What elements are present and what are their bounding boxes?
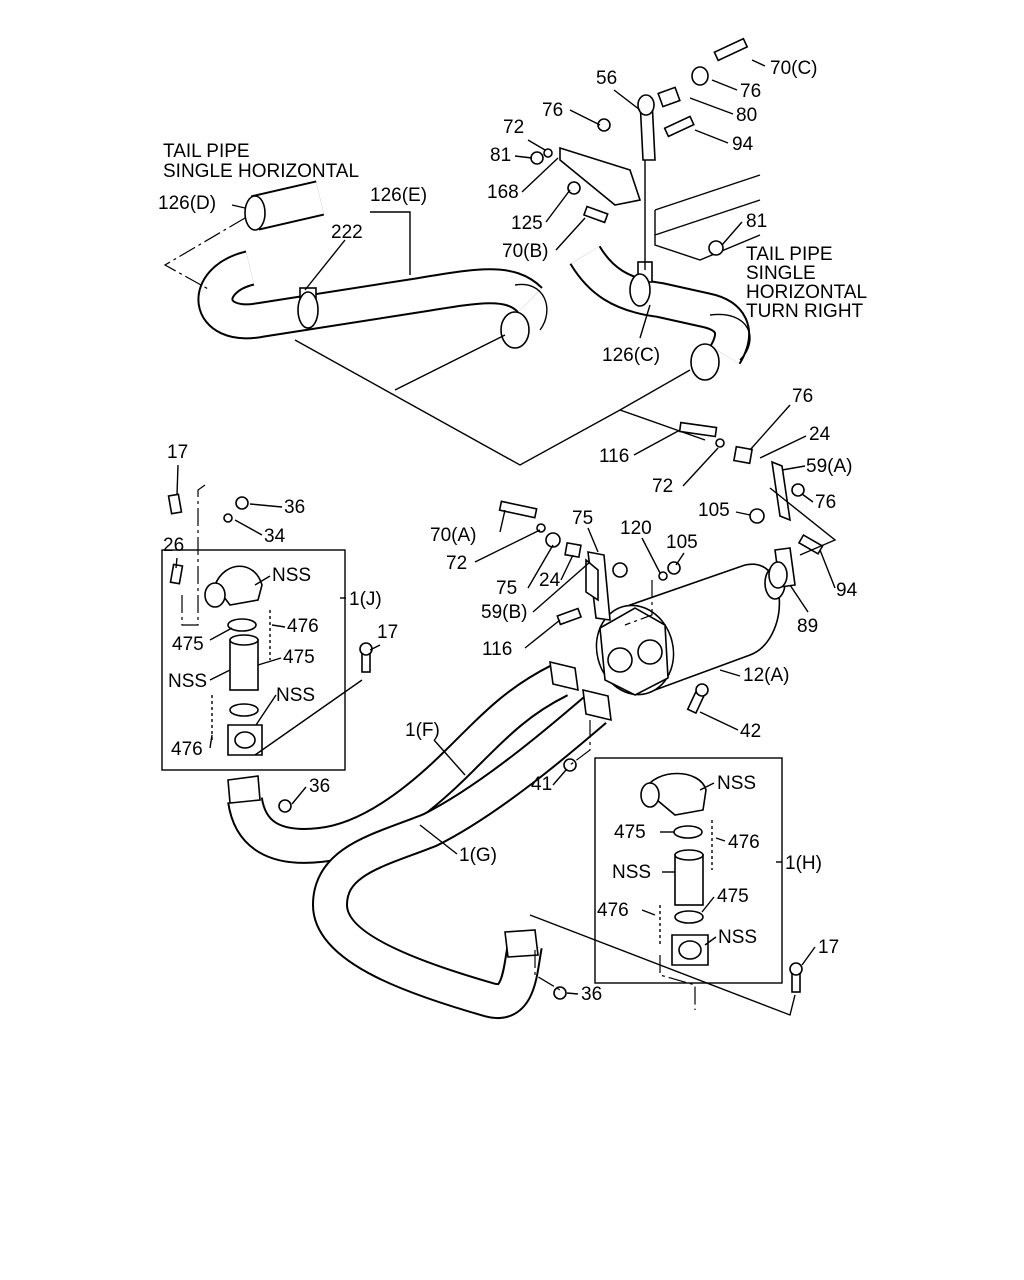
- callout-168: 168: [487, 182, 519, 203]
- callout-59b: 59(B): [481, 602, 527, 623]
- callout-125: 125: [511, 213, 543, 234]
- callout-70b: 70(B): [502, 241, 548, 262]
- leader-126e-left: [370, 211, 411, 275]
- callout-72-top: 72: [503, 117, 524, 138]
- note-turn-right-2: SINGLE: [746, 263, 816, 284]
- callout-94-mid: 94: [836, 580, 858, 601]
- flex-joint-kit-j: [161, 493, 373, 771]
- callout-75-low: 75: [496, 578, 517, 599]
- note-tail-pipe-1: TAIL PIPE: [163, 141, 250, 162]
- callout-nss-j3: NSS: [276, 685, 315, 706]
- muffler: [595, 563, 786, 715]
- callout-126e: 126(E): [370, 185, 427, 206]
- callout-1g: 1(G): [459, 845, 497, 866]
- callout-42: 42: [740, 721, 761, 742]
- callout-24-mid: 24: [809, 424, 831, 445]
- muffler-bracket-a: [678, 421, 837, 589]
- callout-17-left: 17: [167, 442, 188, 463]
- callout-nss-h1: NSS: [717, 773, 756, 794]
- leader-right-diag: [529, 914, 796, 1016]
- callout-116-low: 116: [482, 639, 512, 660]
- callout-105-low: 105: [666, 532, 698, 553]
- callout-36-top: 36: [284, 497, 305, 518]
- leader-routing-2: [394, 334, 506, 391]
- leader-222: [304, 239, 346, 291]
- note-turn-right-3: HORIZONTAL: [746, 282, 867, 303]
- leader-routing-3: [619, 369, 691, 411]
- callout-475-h2: 475: [717, 886, 749, 907]
- callout-34: 34: [264, 526, 286, 547]
- flex-joint-kit-h: [594, 757, 803, 993]
- label-leaders: [175, 59, 836, 995]
- callout-72-mid: 72: [652, 476, 673, 497]
- callout-41: 41: [531, 774, 552, 795]
- callout-476-j2: 476: [171, 739, 203, 760]
- callout-476-h2: 476: [597, 900, 629, 921]
- callout-nss-h3: NSS: [718, 927, 757, 948]
- callout-nss-j2: NSS: [168, 671, 207, 692]
- callout-17-j: 17: [377, 622, 398, 643]
- callout-17-h: 17: [818, 937, 839, 958]
- callout-1j: 1(J): [349, 589, 382, 610]
- callout-126c: 126(C): [602, 345, 660, 366]
- front-pipe-g: [312, 688, 612, 1019]
- callout-1h: 1(H): [785, 853, 822, 874]
- leader-126d: [163, 217, 246, 291]
- callout-59a: 59(A): [806, 456, 852, 477]
- callout-70c: 70(C): [770, 58, 818, 79]
- callout-476-j1: 476: [287, 616, 319, 637]
- leader-routing-1: [294, 339, 706, 466]
- front-pipe-f: [227, 660, 579, 864]
- callout-nss-j1: NSS: [272, 565, 311, 586]
- callout-126d: 126(D): [158, 193, 216, 214]
- callout-89: 89: [797, 616, 818, 637]
- leader-flange-left: [181, 484, 206, 626]
- callout-36-bottom: 36: [581, 984, 602, 1005]
- callout-76-mid: 76: [792, 386, 813, 407]
- callout-76-top: 76: [740, 81, 761, 102]
- callout-76-right: 76: [815, 492, 836, 513]
- callout-56: 56: [596, 68, 617, 89]
- muffler-bracket-b: [498, 500, 681, 626]
- callout-nss-h2: NSS: [612, 862, 651, 883]
- callout-26: 26: [163, 535, 184, 556]
- callout-222: 222: [331, 222, 363, 243]
- callout-81-right: 81: [746, 211, 767, 232]
- callout-105-right: 105: [698, 500, 730, 521]
- leader-left-diag: [254, 679, 363, 756]
- tail-pipe-turn-right: [569, 245, 751, 381]
- callout-475-j1: 475: [172, 634, 204, 655]
- note-turn-right-1: TAIL PIPE: [746, 244, 833, 265]
- callout-76-b: 76: [542, 100, 563, 121]
- callout-36-mid: 36: [309, 776, 330, 797]
- callout-1f: 1(F): [405, 720, 440, 741]
- hanger-bracket-top: [530, 37, 761, 270]
- note-turn-right-4: TURN RIGHT: [746, 301, 864, 322]
- callout-476-h1: 476: [728, 832, 760, 853]
- callout-75-top: 75: [572, 508, 593, 529]
- callout-81-left: 81: [490, 145, 511, 166]
- leader-120: [624, 580, 653, 626]
- callout-475-j2: 475: [283, 647, 315, 668]
- callout-80: 80: [736, 105, 757, 126]
- callout-24-low: 24: [539, 570, 561, 591]
- callout-70a: 70(A): [430, 525, 476, 546]
- leader-41: [569, 720, 591, 766]
- callout-12a: 12(A): [743, 665, 789, 686]
- leader-36-bottom: [534, 950, 561, 991]
- callout-72-low: 72: [446, 553, 467, 574]
- tail-pipe-single-horizontal: [197, 180, 548, 349]
- callout-475-h1: 475: [614, 822, 646, 843]
- callout-116-top: 116: [599, 446, 629, 467]
- callout-120: 120: [620, 518, 652, 539]
- callout-94-top: 94: [732, 134, 754, 155]
- note-tail-pipe-2: SINGLE HORIZONTAL: [163, 161, 359, 182]
